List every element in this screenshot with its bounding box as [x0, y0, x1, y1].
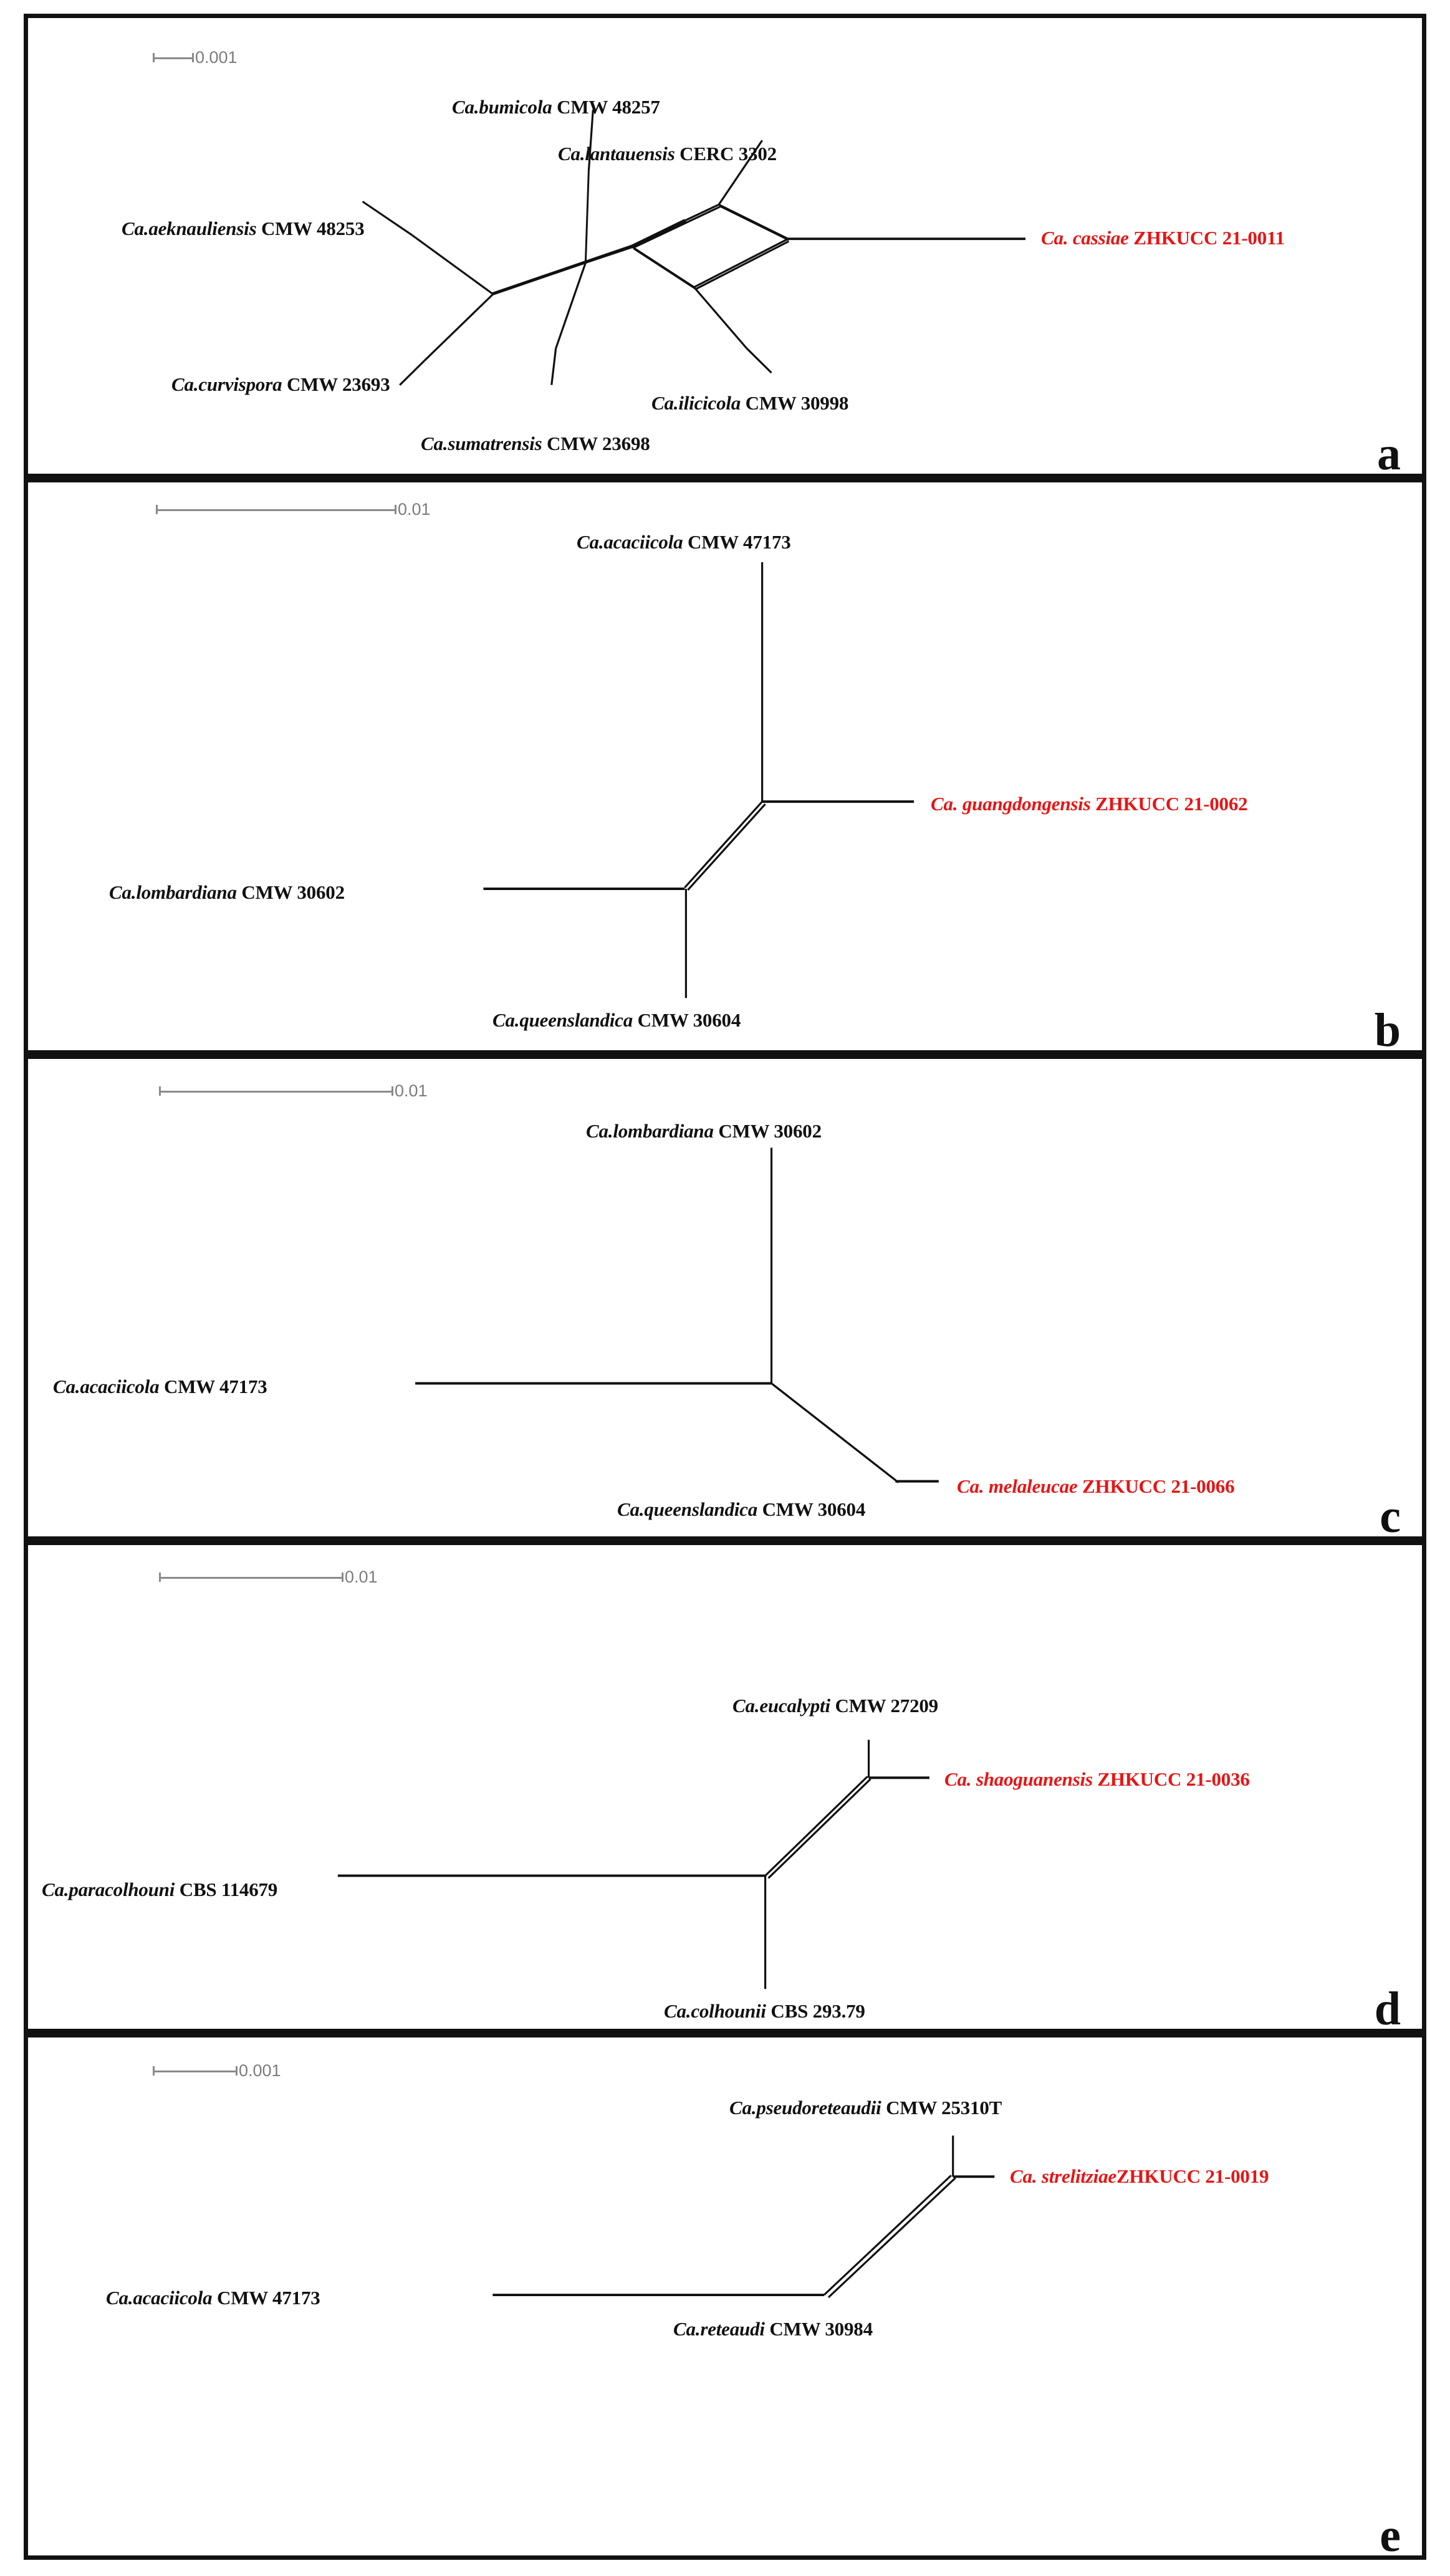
panel-d-network	[337, 1740, 929, 1989]
panel-letter-c: c	[1380, 1490, 1401, 1541]
taxon-strain: ZHKUCC 21-0011	[1128, 227, 1285, 249]
taxon-strain: CMW 30998	[741, 392, 849, 414]
taxon-genus: Ca.pseudoreteaudii	[729, 2097, 881, 2119]
taxon-genus: Ca.sumatrensis	[421, 433, 542, 454]
taxon-genus: Ca.queenslandica	[617, 1498, 758, 1520]
taxon-strain: ZHKUCC 21-0036	[1092, 1768, 1250, 1790]
scale-bar-b: 0.01	[156, 501, 431, 518]
taxon-label-melaleucae-new-species: Ca. melaleucae ZHKUCC 21-0066	[957, 1475, 1235, 1498]
panel-e-network	[492, 2135, 995, 2299]
scale-bar-label: 0.001	[239, 2061, 281, 2080]
taxon-genus: Ca.queenslandica	[492, 1009, 633, 1031]
taxon-label-lombardiana: Ca.lombardiana CMW 30602	[109, 881, 345, 904]
taxon-strain: CMW 30984	[764, 2318, 873, 2340]
taxon-genus: Ca.eucalypti	[732, 1695, 830, 1717]
taxon-label-paracolhouni: Ca.paracolhouni CBS 114679	[42, 1879, 277, 1901]
taxon-strain: CBS 114679	[175, 1879, 278, 1900]
panel-letter-a: a	[1377, 428, 1401, 478]
scale-bar-line	[159, 1086, 393, 1096]
panel-letter-b: b	[1374, 1004, 1401, 1055]
panel-c-network	[415, 1147, 939, 1483]
taxon-label-aeknauliensis: Ca.aeknauliensis CMW 48253	[122, 218, 365, 240]
taxon-strain: CERC 3302	[675, 143, 777, 165]
taxon-label-cassiae-new-species: Ca. cassiae ZHKUCC 21-0011	[1041, 227, 1285, 249]
taxon-strain: CMW 30604	[633, 1009, 741, 1031]
taxon-strain: CBS 293.79	[766, 2000, 865, 2022]
taxon-strain: CMW 47173	[683, 531, 791, 553]
taxon-strain: CMW 47173	[212, 2287, 320, 2309]
scale-bar-e: 0.001	[153, 2062, 281, 2079]
taxon-strain: CMW 23698	[542, 433, 650, 454]
taxon-label-acaciicola: Ca.acaciicola CMW 47173	[53, 1376, 267, 1398]
scale-bar-label: 0.01	[398, 500, 431, 519]
taxon-genus: Ca. melaleucae	[957, 1475, 1078, 1497]
taxon-strain: CMW 27209	[830, 1695, 938, 1717]
panel-a: Ca.bumicola CMW 48257 Ca.lantauensis CER…	[24, 14, 1426, 478]
taxon-genus: Ca. strelitziae	[1010, 2165, 1116, 2187]
panel-d: Ca.eucalypti CMW 27209 Ca. shaoguanensis…	[24, 1541, 1426, 2033]
taxon-genus: Ca.acaciicola	[53, 1376, 160, 1397]
scale-bar-line	[159, 1573, 343, 1582]
taxon-label-queenslandica: Ca.queenslandica CMW 30604	[492, 1009, 741, 1032]
taxon-strain: CMW 48253	[256, 218, 365, 239]
taxon-strain: CMW 47173	[159, 1376, 267, 1397]
taxon-label-curvispora: Ca.curvispora CMW 23693	[171, 373, 390, 396]
taxon-label-eucalypti: Ca.eucalypti CMW 27209	[732, 1695, 938, 1717]
taxon-label-pseudoreteaudii: Ca.pseudoreteaudii CMW 25310T	[729, 2097, 1002, 2119]
taxon-genus: Ca. cassiae	[1041, 227, 1129, 249]
scale-bar-label: 0.001	[195, 48, 238, 67]
panel-e: Ca.pseudoreteaudii CMW 25310T Ca. streli…	[24, 2033, 1426, 2560]
panel-b-network	[483, 562, 915, 998]
taxon-label-guangdongensis-new-species: Ca. guangdongensis ZHKUCC 21-0062	[931, 793, 1248, 815]
scale-bar-d: 0.01	[159, 1569, 378, 1586]
taxon-genus: Ca. shaoguanensis	[944, 1768, 1093, 1790]
taxon-label-reteaudi: Ca.reteaudi CMW 30984	[673, 2318, 873, 2340]
scale-bar-line	[153, 53, 194, 62]
taxon-genus: Ca.lombardiana	[109, 881, 237, 903]
taxon-genus: Ca.lombardiana	[586, 1120, 714, 1142]
panel-c: Ca.lombardiana CMW 30602 Ca.acaciicola C…	[24, 1055, 1426, 1541]
taxon-label-sumatrensis: Ca.sumatrensis CMW 23698	[421, 433, 650, 455]
scale-bar-line	[156, 505, 396, 514]
taxon-strain: CMW 48257	[552, 96, 660, 118]
panel-letter-d: d	[1374, 1983, 1401, 2033]
taxon-strain: CMW 25310T	[881, 2097, 1002, 2119]
taxon-label-strelitziae-new-species: Ca. strelitziaeZHKUCC 21-0019	[1010, 2165, 1269, 2188]
taxon-genus: Ca.acaciicola	[106, 2287, 213, 2309]
taxon-label-bumicola: Ca.bumicola CMW 48257	[452, 96, 660, 118]
taxon-label-lantauensis: Ca.lantauensis CERC 3302	[558, 143, 777, 165]
taxon-label-acaciicola: Ca.acaciicola CMW 47173	[577, 531, 791, 553]
taxon-genus: Ca.paracolhouni	[42, 1879, 175, 1900]
taxon-genus: Ca.colhounii	[664, 2000, 766, 2022]
taxon-label-colhounii: Ca.colhounii CBS 293.79	[664, 2000, 865, 2023]
taxon-strain: CMW 23693	[282, 373, 390, 395]
taxon-genus: Ca. guangdongensis	[931, 793, 1091, 815]
scale-bar-label: 0.01	[345, 1568, 378, 1586]
taxon-genus: Ca.ilicicola	[651, 392, 741, 414]
taxon-label-ilicicola: Ca.ilicicola CMW 30998	[651, 392, 848, 414]
taxon-genus: Ca.acaciicola	[577, 531, 683, 553]
taxon-label-lombardiana: Ca.lombardiana CMW 30602	[586, 1120, 822, 1142]
taxon-strain: CMW 30602	[236, 881, 345, 903]
taxon-genus: Ca.aeknauliensis	[122, 218, 257, 239]
scale-bar-a: 0.001	[153, 49, 238, 66]
scale-bar-line	[153, 2066, 238, 2076]
taxon-strain: CMW 30602	[713, 1120, 822, 1142]
panel-letter-e: e	[1380, 2509, 1401, 2560]
taxon-genus: Ca.lantauensis	[558, 143, 675, 165]
taxon-label-shaoguanensis-new-species: Ca. shaoguanensis ZHKUCC 21-0036	[944, 1768, 1250, 1791]
taxon-label-acaciicola: Ca.acaciicola CMW 47173	[106, 2287, 320, 2309]
scale-bar-label: 0.01	[395, 1081, 428, 1100]
scale-bar-c: 0.01	[159, 1083, 428, 1099]
taxon-strain: ZHKUCC 21-0019	[1116, 2165, 1269, 2187]
taxon-genus: Ca.bumicola	[452, 96, 552, 118]
taxon-strain: ZHKUCC 21-0066	[1077, 1475, 1235, 1497]
panel-a-network	[362, 110, 1025, 386]
taxon-strain: ZHKUCC 21-0062	[1090, 793, 1248, 815]
taxon-genus: Ca.reteaudi	[673, 2318, 765, 2340]
panel-b: Ca.acaciicola CMW 47173 Ca. guangdongens…	[24, 478, 1426, 1055]
taxon-strain: CMW 30604	[757, 1498, 866, 1520]
taxon-genus: Ca.curvispora	[171, 373, 282, 395]
taxon-label-queenslandica: Ca.queenslandica CMW 30604	[617, 1498, 865, 1521]
